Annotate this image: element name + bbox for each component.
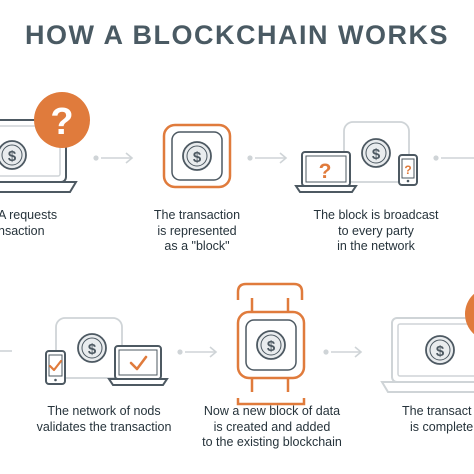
step-4-icon-group: $ bbox=[45, 317, 169, 386]
coin-symbol: $ bbox=[436, 343, 445, 360]
coin-symbol: $ bbox=[193, 149, 202, 166]
coin-symbol: $ bbox=[88, 341, 97, 358]
coin-dollar-icon: $ bbox=[77, 333, 107, 363]
caption-line: validates the transaction bbox=[36, 419, 172, 434]
caption-line: is complete bbox=[410, 419, 474, 434]
coin-symbol: $ bbox=[372, 146, 381, 163]
block-icon bbox=[162, 123, 232, 189]
flow-arrow bbox=[93, 152, 134, 164]
step-4-caption: The network of nods validates the transa… bbox=[22, 404, 186, 435]
coin-dollar-icon: $ bbox=[425, 335, 455, 365]
check-mark-icon bbox=[48, 359, 63, 372]
flow-arrow bbox=[433, 155, 474, 161]
laptop-icon bbox=[107, 345, 169, 386]
coin-dollar-icon: $ bbox=[182, 141, 212, 171]
coin-dollar-icon: $ bbox=[0, 140, 27, 170]
caption-line: A requests bbox=[0, 208, 58, 222]
laptop-icon bbox=[294, 151, 358, 193]
page-title: HOW A BLOCKCHAIN WORKS bbox=[25, 20, 449, 50]
question-symbol: ? bbox=[50, 101, 73, 143]
step-3-caption: The block is broadcast to every party in… bbox=[298, 208, 454, 255]
coin-dollar-icon: $ bbox=[361, 138, 391, 168]
step-5-icon-group: $ bbox=[236, 282, 306, 406]
caption-line: The transaction bbox=[153, 208, 241, 222]
caption-line: Now a new block of data bbox=[203, 404, 341, 418]
step-2-caption: The transaction is represented as a "blo… bbox=[137, 208, 257, 255]
coin-symbol: $ bbox=[267, 338, 276, 355]
question-mark-badge-icon: ? bbox=[34, 92, 90, 148]
caption-line: The transact bbox=[402, 404, 472, 418]
caption-line: The network of nods bbox=[47, 404, 161, 418]
step-3-icon-group: $ ? ? bbox=[294, 121, 418, 193]
caption-line: is created and added bbox=[213, 419, 331, 434]
coin-symbol: $ bbox=[8, 148, 17, 165]
caption-line: is represented bbox=[157, 223, 237, 238]
check-mark-icon bbox=[129, 355, 148, 371]
step-1-icon-group: $ ? bbox=[0, 92, 90, 193]
flow-arrow bbox=[177, 346, 218, 358]
caption-line: nsaction bbox=[0, 223, 45, 238]
flow-arrow bbox=[247, 152, 288, 164]
question-mark-icon: ? bbox=[404, 163, 411, 177]
step-6-caption: The transact is complete bbox=[402, 404, 473, 435]
badge-icon bbox=[465, 293, 474, 335]
question-mark-icon: ? bbox=[319, 160, 332, 183]
caption-line: to every party bbox=[338, 223, 414, 238]
caption-line: as a "block" bbox=[164, 239, 230, 253]
flow-arrow bbox=[323, 346, 363, 358]
step-5-caption: Now a new block of data is created and a… bbox=[190, 404, 354, 451]
caption-line: in the network bbox=[337, 239, 415, 253]
caption-line: to the existing blockchain bbox=[202, 435, 342, 449]
step-2-icon-group: $ bbox=[162, 123, 232, 189]
caption-line: The block is broadcast bbox=[313, 208, 439, 222]
coin-dollar-icon: $ bbox=[256, 330, 286, 360]
phone-icon bbox=[398, 154, 418, 186]
step-6-icon-group: $ bbox=[380, 293, 474, 393]
step-1-caption: A requests nsaction bbox=[0, 208, 57, 239]
